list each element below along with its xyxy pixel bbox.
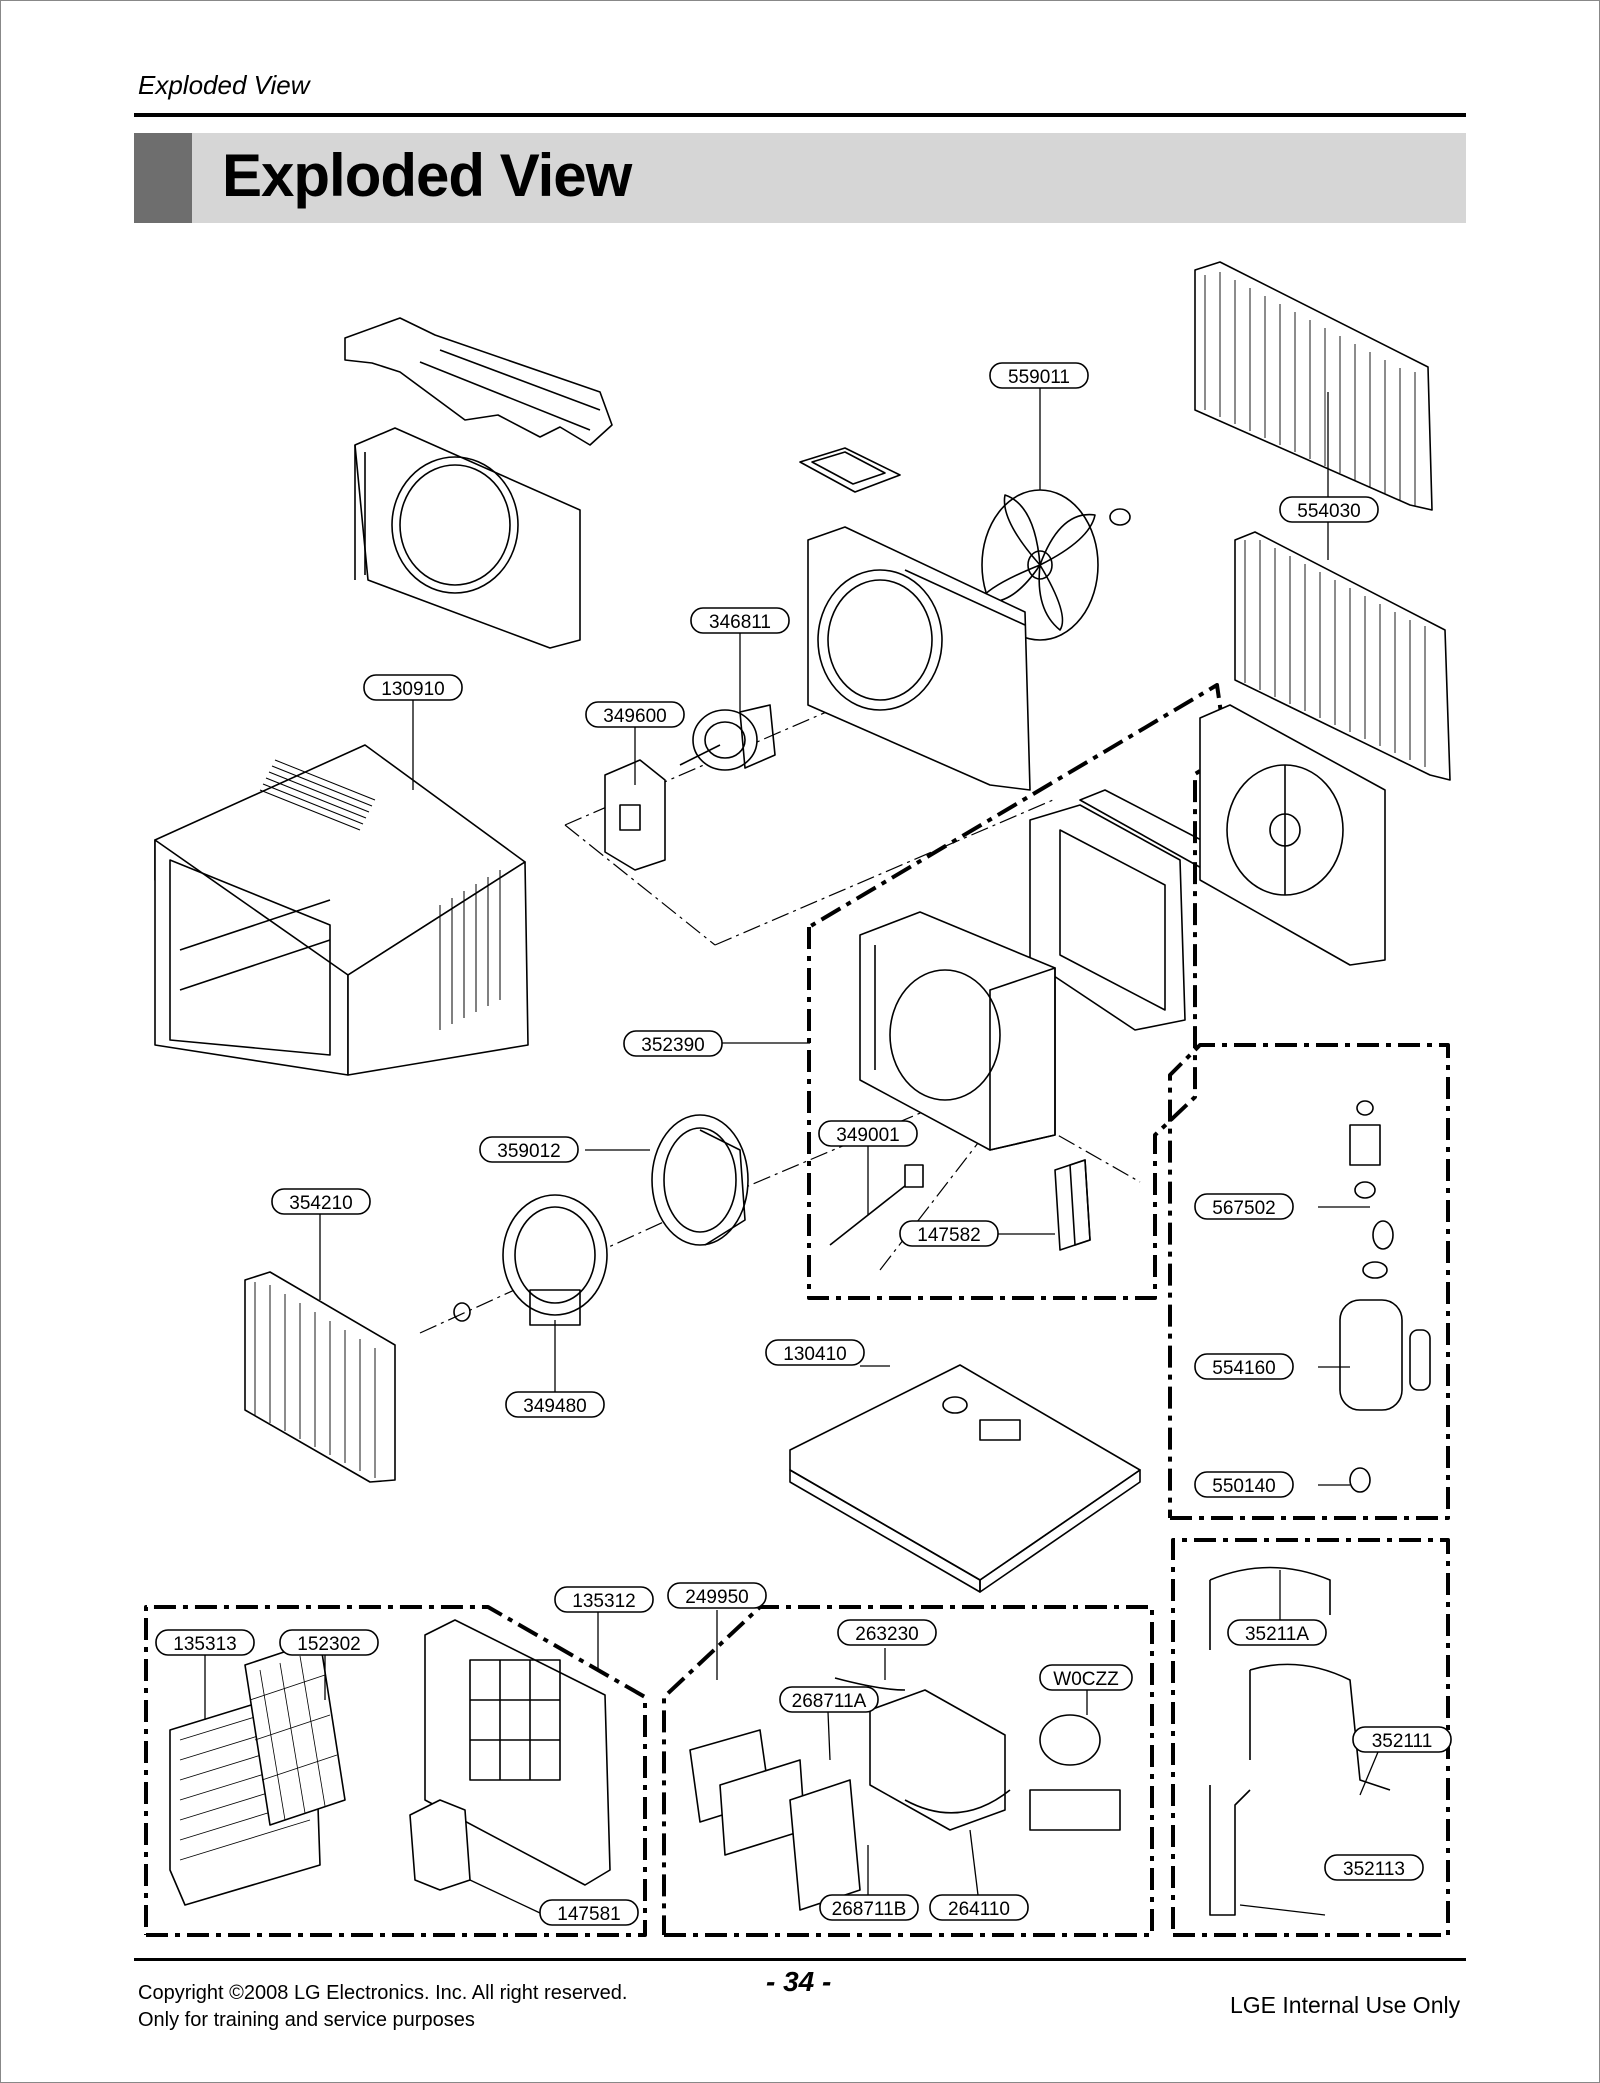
label-352390: 352390 (623, 1030, 723, 1057)
part-number-text: 349600 (603, 706, 666, 727)
control-box (689, 1677, 1121, 1911)
part-number-text: W0CZZ (1053, 1669, 1119, 1690)
label-147581: 147581 (539, 1899, 639, 1926)
label-359012: 359012 (479, 1136, 579, 1163)
blower-wheel (651, 1114, 749, 1246)
label-554160: 554160 (1194, 1353, 1294, 1380)
label-268711B: 268711B (819, 1894, 919, 1921)
evaporator-coil (244, 1271, 396, 1483)
top-cover-bracket (344, 317, 613, 446)
copyright-text: Copyright ©2008 LG Electronics. Inc. All… (138, 1982, 628, 2004)
part-number-text: 263230 (855, 1624, 918, 1645)
part-number-text: 349480 (523, 1396, 586, 1417)
part-number-text: 554160 (1212, 1358, 1275, 1379)
label-130910: 130910 (363, 674, 463, 701)
part-number-text: 135312 (572, 1591, 635, 1612)
compressor-group-border (1168, 1043, 1450, 1520)
label-130410: 130410 (765, 1339, 865, 1366)
condenser-coil-top (1194, 261, 1433, 511)
part-number-text: 352390 (641, 1035, 704, 1056)
label-147582: 147582 (899, 1220, 999, 1247)
outer-cabinet (154, 744, 529, 1076)
label-567502: 567502 (1194, 1193, 1294, 1220)
condenser-coil (1234, 531, 1451, 781)
label-346811: 346811 (690, 607, 790, 634)
label-554030: 554030 (1279, 496, 1379, 523)
label-349001: 349001 (818, 1120, 918, 1147)
purpose-text: Only for training and service purposes (138, 2009, 475, 2031)
internal-use-note: LGE Internal Use Only (1230, 1992, 1461, 2018)
running-header: Exploded View (138, 70, 310, 100)
section-title-band: Exploded View (134, 133, 1466, 223)
refrigerant-pipes (1209, 1566, 1391, 1916)
exploded-view-diagram: 559011 554030 346811 130910 349600 35239… (144, 261, 1452, 1937)
footer-rule (134, 1958, 1466, 1961)
indoor-orifice-panel (859, 911, 1056, 1151)
part-number-text: 567502 (1212, 1198, 1275, 1219)
front-frame (424, 1619, 611, 1886)
label-35211A: 35211A (1227, 1619, 1327, 1646)
part-number-text: 130410 (783, 1344, 846, 1365)
label-354210: 354210 (271, 1188, 371, 1215)
part-number-text: 268711A (792, 1691, 867, 1712)
label-249950: 249950 (667, 1582, 767, 1609)
label-263230: 263230 (837, 1619, 937, 1646)
part-number-text: 35211A (1245, 1624, 1309, 1645)
callouts: 559011 554030 346811 130910 349600 35239… (155, 362, 1452, 1926)
part-number-text: 135313 (173, 1634, 236, 1655)
cycle-parts-group-border (1171, 1538, 1450, 1937)
orifice-ring (453, 1194, 608, 1326)
air-filter (244, 1639, 346, 1826)
access-door (409, 1799, 471, 1891)
compressor (1339, 1100, 1431, 1493)
part-number-text: 152302 (297, 1634, 360, 1655)
part-number-text: 359012 (497, 1141, 560, 1162)
rear-side-panel (1199, 704, 1386, 966)
label-135313: 135313 (155, 1629, 255, 1656)
motor-bracket (604, 759, 666, 871)
label-550140: 550140 (1194, 1471, 1294, 1498)
front-panel-group-border (144, 1605, 647, 1937)
label-152302: 152302 (279, 1629, 379, 1656)
fan-motor (679, 704, 776, 771)
label-559011: 559011 (989, 362, 1089, 389)
part-number-text: 349001 (836, 1125, 899, 1146)
part-number-text: 147582 (917, 1225, 980, 1246)
part-number-text: 268711B (832, 1899, 907, 1920)
copyright-block: Copyright ©2008 LG Electronics. Inc. All… (138, 1980, 627, 2034)
drain-pan (1054, 1159, 1091, 1251)
base-pan (789, 1364, 1141, 1593)
motor-cover-plate (799, 447, 901, 493)
label-352113: 352113 (1324, 1854, 1424, 1881)
part-number-text: 354210 (289, 1193, 352, 1214)
leader-lines (204, 388, 1379, 1916)
thermistor (829, 1164, 924, 1246)
label-264110: 264110 (929, 1894, 1029, 1921)
label-349480: 349480 (505, 1391, 605, 1418)
part-number-text: 249950 (685, 1587, 748, 1608)
part-number-text: 147581 (557, 1904, 620, 1925)
left-shroud (354, 427, 581, 649)
part-number-text: 559011 (1008, 367, 1070, 388)
label-135312: 135312 (554, 1586, 654, 1613)
header-rule (134, 113, 1466, 117)
label-349600: 349600 (585, 701, 685, 728)
part-number-text: 346811 (709, 612, 771, 633)
section-title: Exploded View (222, 142, 632, 209)
label-W0CZZ: W0CZZ (1039, 1664, 1133, 1691)
title-tab (134, 133, 192, 223)
fan-shroud (807, 526, 1031, 791)
label-268711A: 268711A (779, 1686, 879, 1713)
part-number-text: 352113 (1343, 1859, 1405, 1880)
part-number-text: 264110 (948, 1899, 1010, 1920)
label-352111: 352111 (1352, 1726, 1452, 1753)
page-number: - 34 - (766, 1966, 832, 1997)
part-number-text: 352111 (1372, 1731, 1433, 1752)
part-number-text: 554030 (1297, 501, 1360, 522)
propeller-fan (979, 489, 1131, 641)
part-number-text: 130910 (381, 679, 444, 700)
part-number-text: 550140 (1212, 1476, 1275, 1497)
